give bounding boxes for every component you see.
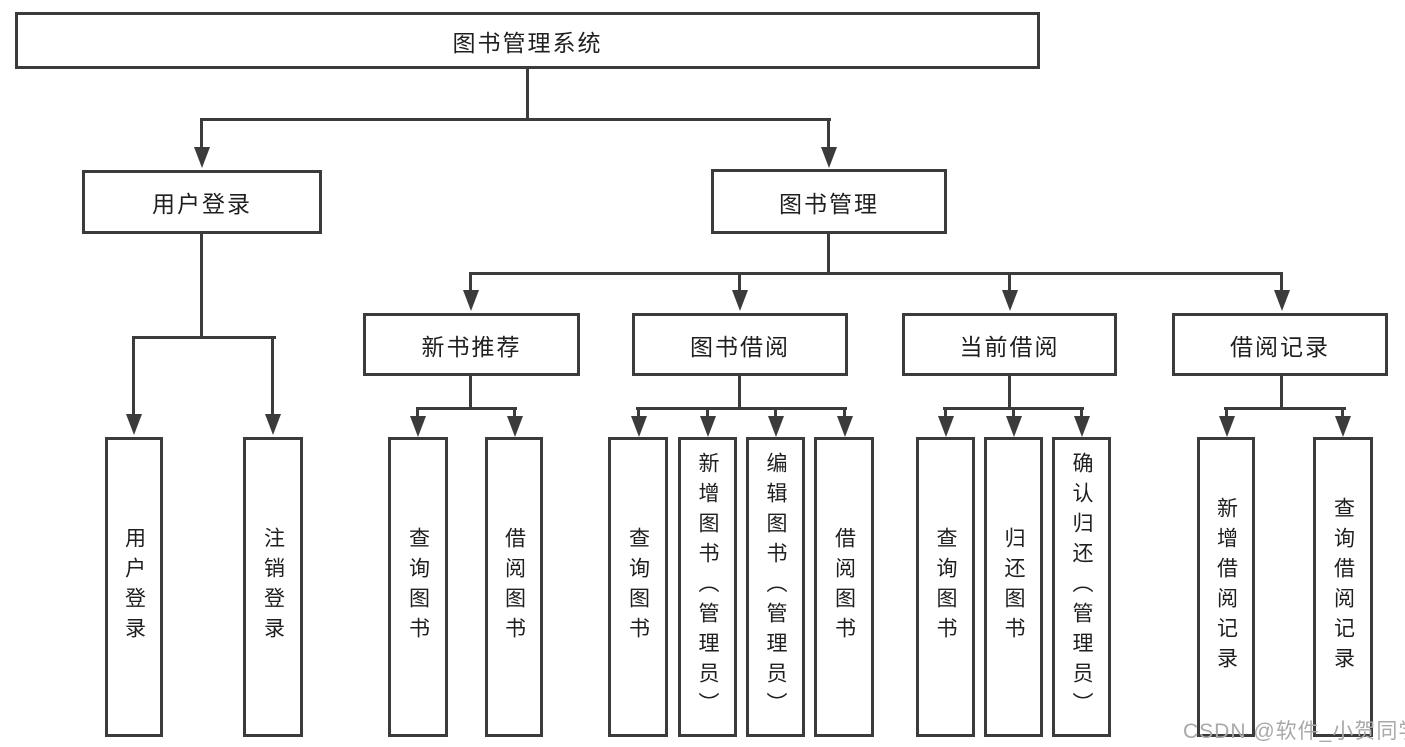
arrowhead-down-icon [821, 147, 837, 168]
edge-drop-leaf [271, 336, 274, 415]
edge-branch [416, 407, 517, 410]
edge-drop-new-book [469, 272, 472, 291]
arrowhead-down-icon [507, 416, 523, 437]
arrowhead-down-icon [265, 414, 281, 435]
node-label: 图书管理系统 [452, 29, 603, 56]
arrowhead-down-icon [1006, 416, 1022, 437]
leaf-query-book: 查询图书 [388, 437, 448, 737]
arrowhead-down-icon [410, 416, 426, 437]
arrowhead-down-icon [700, 416, 716, 437]
edge-drop-leaf [1341, 407, 1344, 418]
leaf-confirm-return-admin: 确认归还（管理员） [1052, 437, 1111, 737]
node-label: 图书管理 [779, 190, 879, 217]
edge-level2-branch [200, 118, 831, 121]
arrowhead-down-icon [631, 416, 647, 437]
leaf-user-login: 用户登录 [105, 437, 163, 737]
arrowhead-down-icon [938, 416, 954, 437]
node-label: 新书推荐 [421, 333, 522, 360]
edge-book-management-trunk [827, 234, 830, 272]
leaf-return-book: 归还图书 [984, 437, 1043, 737]
arrowhead-down-icon [194, 147, 210, 168]
node-new-book-recommend: 新书推荐 [363, 313, 580, 376]
edge-drop-leaf [706, 407, 709, 418]
edge-drop-current-borrow [1008, 272, 1011, 291]
node-current-borrow: 当前借阅 [902, 313, 1117, 376]
leaf-label: 编辑图书（管理员） [764, 452, 787, 722]
edge-root-trunk [526, 68, 529, 118]
node-label: 借阅记录 [1230, 333, 1330, 360]
leaf-logout-login: 注销登录 [243, 437, 303, 737]
arrowhead-down-icon [463, 290, 479, 311]
arrowhead-down-icon [768, 416, 784, 437]
node-user-login: 用户登录 [82, 170, 322, 234]
leaf-label: 用户登录 [122, 527, 146, 647]
edge-drop-book-management [827, 118, 830, 149]
node-book-borrow: 图书借阅 [632, 313, 848, 376]
leaf-query-book: 查询图书 [608, 437, 668, 737]
arrowhead-down-icon [732, 290, 748, 311]
edge-drop-borrow-records [1280, 272, 1283, 291]
leaf-label: 查询借阅记录 [1331, 497, 1355, 677]
node-label: 当前借阅 [959, 333, 1060, 360]
arrowhead-down-icon [1335, 416, 1351, 437]
arrowhead-down-icon [1074, 416, 1090, 437]
leaf-label: 新增借阅记录 [1214, 497, 1238, 677]
edge-drop-leaf [1225, 407, 1228, 418]
edge-branch [1224, 407, 1346, 410]
arrowhead-down-icon [1274, 290, 1290, 311]
leaf-label: 新增图书（管理员） [696, 452, 719, 722]
edge-drop-book-borrow [738, 272, 741, 291]
edge-trunk [1280, 376, 1283, 407]
leaf-label: 确认归还（管理员） [1070, 452, 1093, 722]
csdn-watermark: CSDN @软件_小贺同学 [1183, 720, 1405, 743]
leaf-label: 借阅图书 [832, 527, 856, 647]
leaf-query-book: 查询图书 [916, 437, 975, 737]
arrowhead-down-icon [1219, 416, 1235, 437]
leaf-borrow-book: 借阅图书 [485, 437, 543, 737]
arrowhead-down-icon [1002, 290, 1018, 311]
leaf-query-borrow-record: 查询借阅记录 [1313, 437, 1373, 737]
edge-trunk [469, 376, 472, 407]
leaf-label: 查询图书 [626, 527, 650, 647]
leaf-add-book-admin: 新增图书（管理员） [678, 437, 737, 737]
leaf-add-borrow-record: 新增借阅记录 [1197, 437, 1255, 737]
leaf-label: 查询图书 [934, 527, 957, 647]
edge-drop-leaf [944, 407, 947, 418]
edge-trunk [738, 376, 741, 407]
leaf-label: 注销登录 [261, 527, 285, 647]
leaf-label: 借阅图书 [502, 527, 526, 647]
edge-user-login-trunk [200, 234, 203, 336]
edge-drop-leaf [132, 336, 135, 415]
edge-drop-leaf [1012, 407, 1015, 418]
node-borrow-records: 借阅记录 [1172, 313, 1388, 376]
edge-drop-leaf [637, 407, 640, 418]
edge-branch [636, 407, 847, 410]
edge-drop-leaf [1080, 407, 1083, 418]
edge-drop-leaf [843, 407, 846, 418]
arrowhead-down-icon [837, 416, 853, 437]
edge-drop-user-login [200, 118, 203, 149]
edge-trunk [1008, 376, 1011, 407]
edge-level3-branch [469, 272, 1283, 275]
leaf-label: 查询图书 [406, 527, 430, 647]
edge-user-login-branch [132, 336, 276, 339]
edge-drop-leaf [774, 407, 777, 418]
node-label: 用户登录 [152, 191, 252, 217]
arrowhead-down-icon [126, 414, 142, 435]
edge-drop-leaf [416, 407, 419, 418]
node-book-management: 图书管理 [711, 169, 947, 234]
leaf-borrow-book: 借阅图书 [814, 437, 874, 737]
leaf-edit-book-admin: 编辑图书（管理员） [746, 437, 805, 737]
leaf-label: 归还图书 [1002, 527, 1025, 647]
edge-drop-leaf [513, 407, 516, 418]
node-label: 图书借阅 [690, 333, 790, 360]
node-library-management-system: 图书管理系统 [15, 12, 1040, 69]
